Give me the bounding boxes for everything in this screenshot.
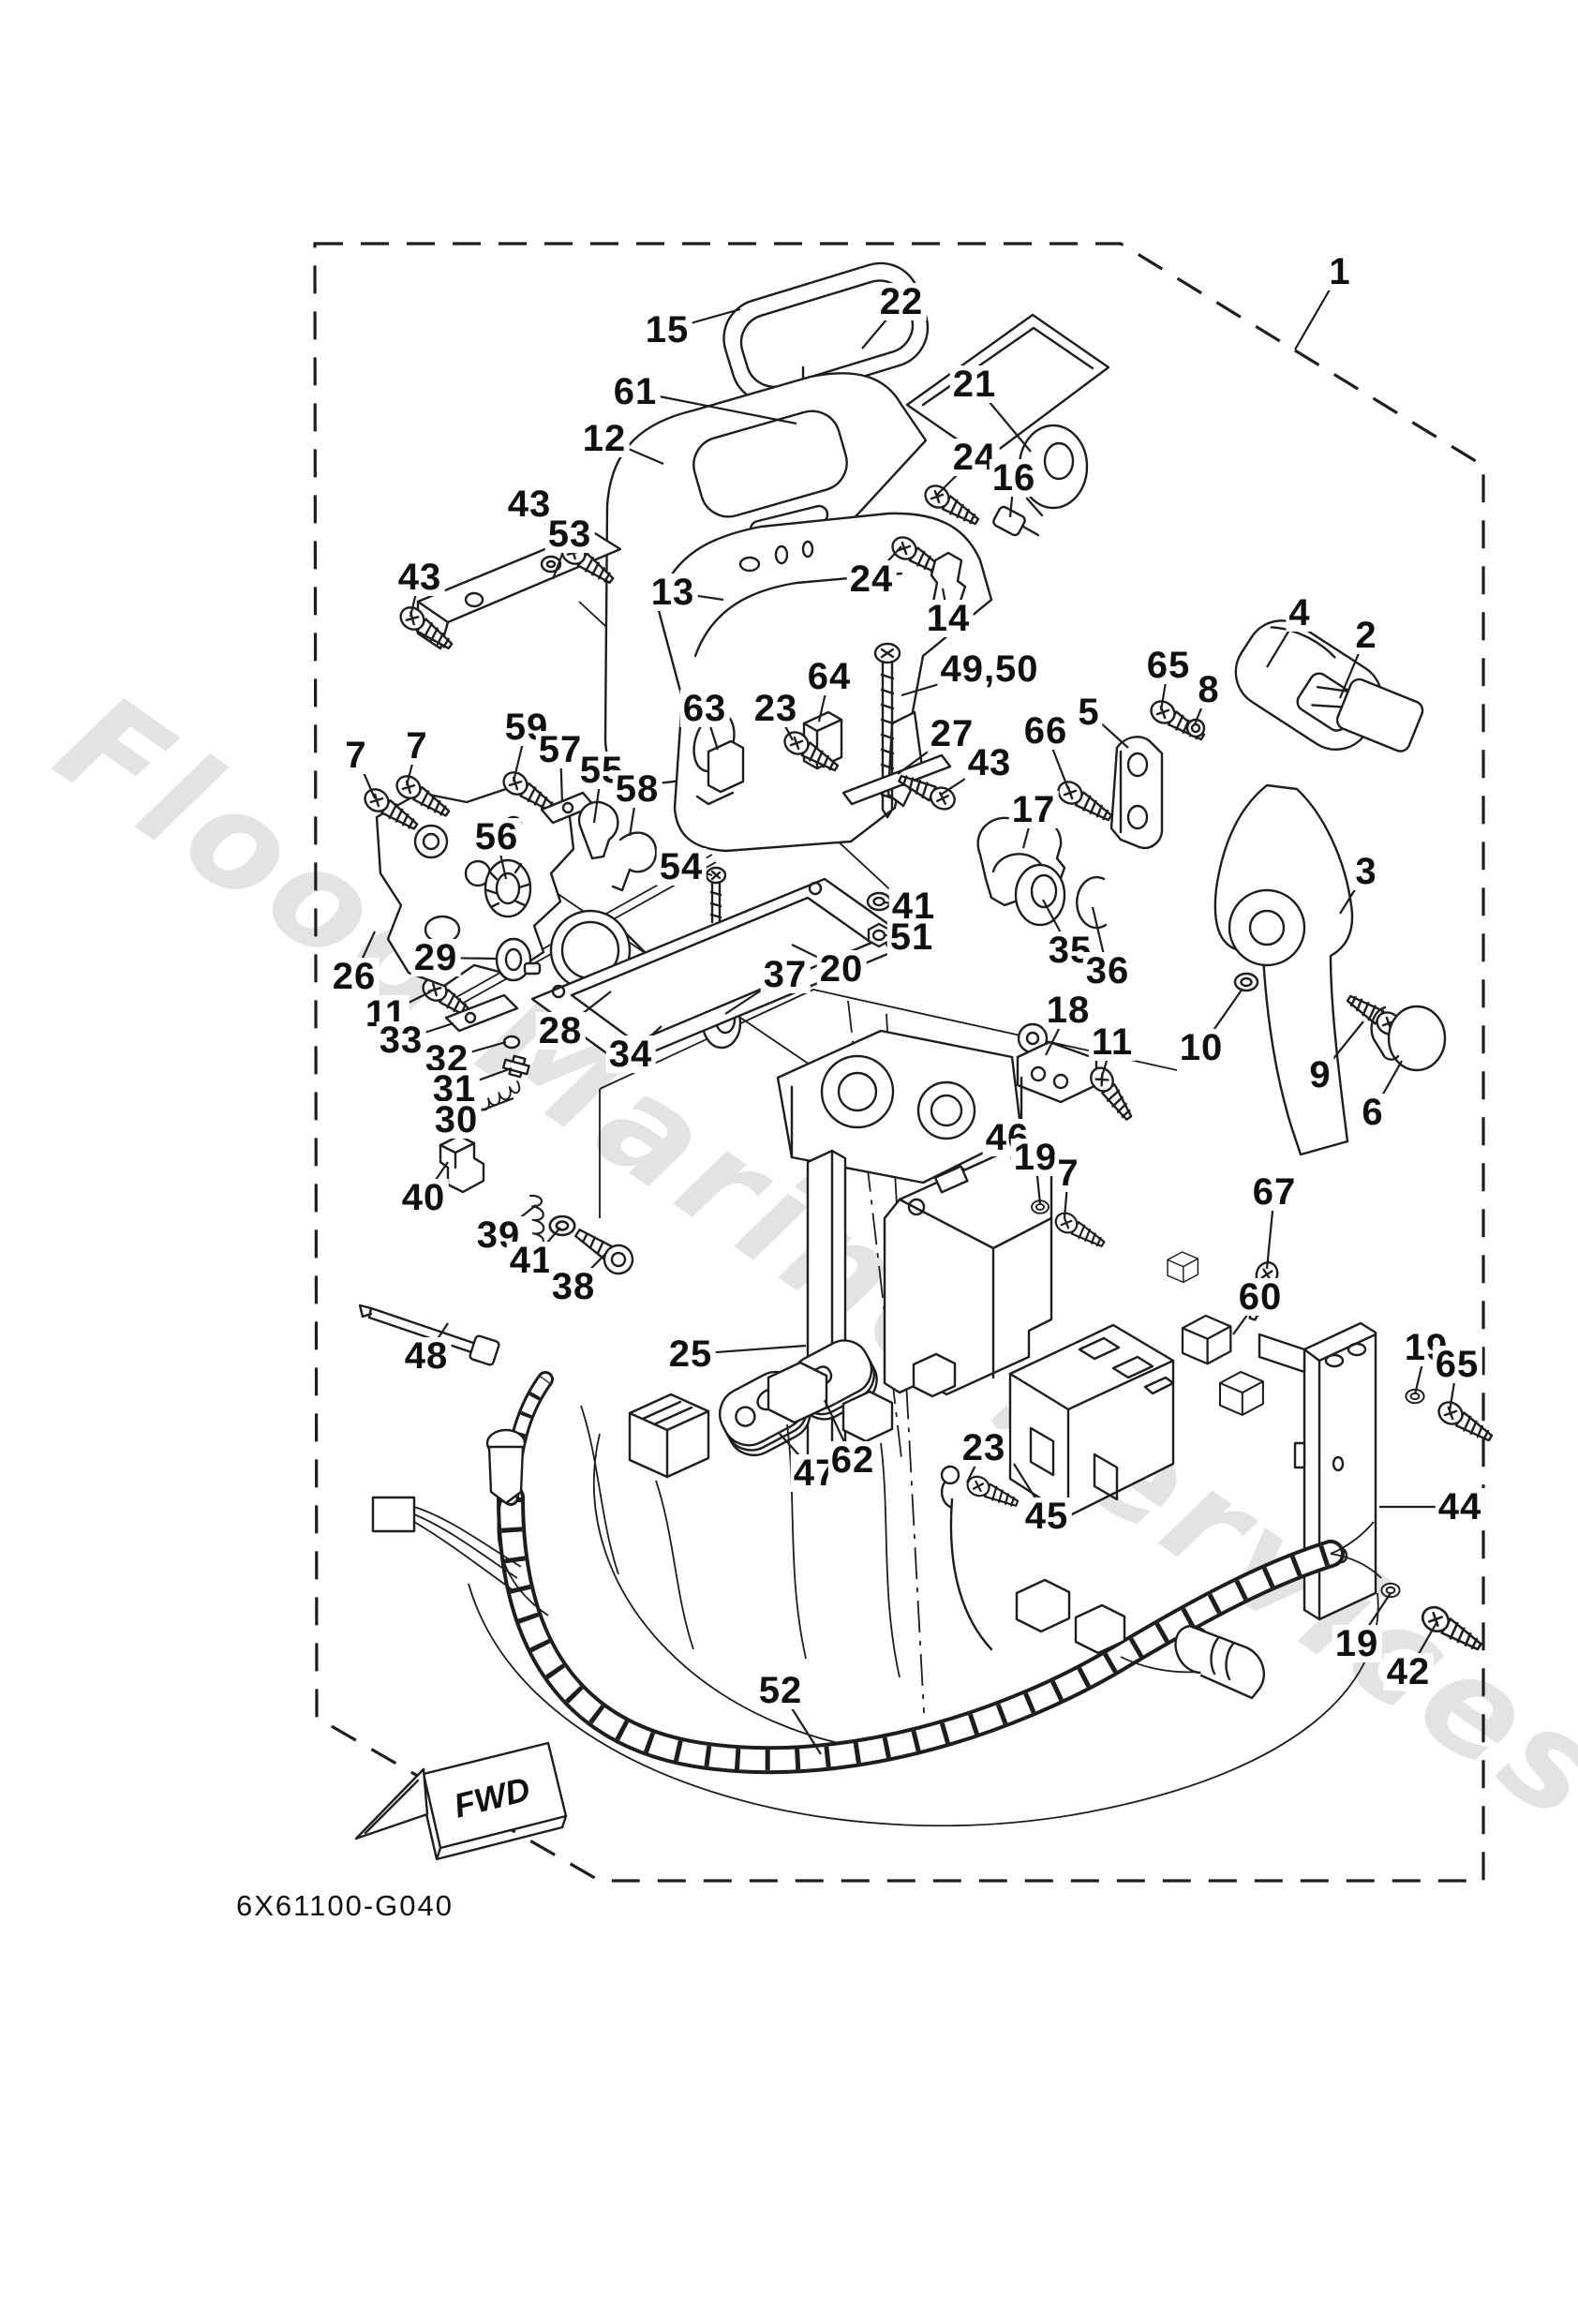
part-label-30: 30 <box>431 1101 482 1139</box>
part-label-45: 45 <box>1021 1497 1072 1535</box>
throttle-only-lever <box>1109 736 1164 850</box>
long-screw <box>873 642 901 819</box>
link-rod-27 <box>841 753 952 806</box>
part-label-42: 42 <box>1383 1653 1434 1691</box>
part-label-18: 18 <box>1043 991 1094 1029</box>
part-label-61: 61 <box>610 373 661 410</box>
part-label-7: 7 <box>1054 1155 1082 1192</box>
part-label-7: 7 <box>342 737 370 774</box>
plunger-31 <box>501 1054 530 1079</box>
part-label-35: 35 <box>1045 931 1095 969</box>
wiring-harness <box>371 1352 1382 1775</box>
part-label-5: 5 <box>1075 693 1103 731</box>
part-label-4: 4 <box>1286 594 1314 632</box>
part-label-12: 12 <box>579 420 630 457</box>
part-label-56: 56 <box>471 818 522 856</box>
part-label-17: 17 <box>1008 791 1059 828</box>
friction-knob <box>1370 1005 1447 1072</box>
part-label-19: 19 <box>1332 1625 1382 1662</box>
part-label-28: 28 <box>535 1012 586 1050</box>
part-label-51: 51 <box>886 918 937 956</box>
screw-54 <box>705 866 727 924</box>
ground-lead-23 <box>940 1465 993 1651</box>
part-label-1: 1 <box>1326 253 1354 290</box>
part-label-20: 20 <box>816 950 867 988</box>
part-label-53: 53 <box>544 515 595 553</box>
part-label-33: 33 <box>376 1021 426 1059</box>
part-label-41: 41 <box>506 1242 557 1279</box>
part-label-49,50: 49,50 <box>937 650 1042 688</box>
boundary-outline <box>313 242 1485 1883</box>
part-label-23: 23 <box>959 1429 1009 1467</box>
part-label-58: 58 <box>612 770 662 808</box>
part-label-25: 25 <box>665 1335 716 1373</box>
ecu-module <box>883 1143 1053 1396</box>
part-label-57: 57 <box>535 731 586 768</box>
part-label-11: 11 <box>1088 1023 1137 1061</box>
part-label-64: 64 <box>804 658 855 695</box>
part-label-37: 37 <box>760 956 811 993</box>
part-label-26: 26 <box>329 958 380 995</box>
leader-line-61 <box>634 390 797 425</box>
cap-16 <box>992 505 1040 537</box>
part-label-14: 14 <box>923 600 974 637</box>
part-code: 6X61100-G040 <box>236 1889 454 1922</box>
slider-63 <box>695 739 745 806</box>
switch-panel <box>1008 1323 1175 1518</box>
part-label-19: 19 <box>1010 1139 1061 1176</box>
part-label-52: 52 <box>755 1672 806 1709</box>
anchor-bracket-18 <box>1016 1022 1098 1104</box>
part-label-36: 36 <box>1082 952 1133 990</box>
part-label-15: 15 <box>642 311 692 349</box>
part-label-54: 54 <box>656 848 707 886</box>
part-label-22: 22 <box>876 283 927 320</box>
snap-ring-36 <box>1076 875 1108 930</box>
part-label-34: 34 <box>605 1035 656 1073</box>
clamp-55 <box>577 800 619 860</box>
part-label-2: 2 <box>1352 617 1380 654</box>
part-label-24: 24 <box>846 560 897 598</box>
spring-clip-58 <box>611 831 658 892</box>
part-label-16: 16 <box>989 459 1039 497</box>
part-label-60: 60 <box>1235 1278 1286 1316</box>
part-label-23: 23 <box>751 690 801 727</box>
part-label-43: 43 <box>394 559 445 596</box>
bushing-35 <box>1014 863 1066 927</box>
main-plug <box>1174 1624 1265 1700</box>
plate-33 <box>444 993 519 1033</box>
part-label-9: 9 <box>1306 1056 1334 1094</box>
part-label-65: 65 <box>1143 647 1194 684</box>
snap-ring-8 <box>1185 718 1206 738</box>
part-label-29: 29 <box>410 939 461 976</box>
part-label-7: 7 <box>403 727 431 765</box>
detent-disc-56 <box>484 858 532 918</box>
trim-switch <box>1311 678 1424 752</box>
part-label-43: 43 <box>964 744 1015 782</box>
part-label-40: 40 <box>398 1179 449 1216</box>
part-label-62: 62 <box>827 1441 878 1479</box>
part-label-43: 43 <box>504 485 555 523</box>
part-label-6: 6 <box>1359 1094 1387 1131</box>
cam-29 <box>495 937 542 982</box>
fwd-arrow: FWD <box>354 1741 568 1861</box>
part-label-13: 13 <box>648 574 698 611</box>
part-label-63: 63 <box>679 690 730 727</box>
part-label-21: 21 <box>949 365 1000 403</box>
part-label-65: 65 <box>1432 1346 1482 1383</box>
part-label-3: 3 <box>1352 853 1380 890</box>
part-label-66: 66 <box>1020 712 1071 750</box>
part-label-10: 10 <box>1176 1029 1227 1066</box>
part-label-67: 67 <box>1249 1173 1300 1211</box>
part-label-44: 44 <box>1435 1488 1485 1526</box>
part-label-8: 8 <box>1195 671 1223 708</box>
part-label-48: 48 <box>401 1337 452 1375</box>
bolt-38 <box>574 1229 634 1275</box>
part-label-38: 38 <box>548 1268 599 1305</box>
